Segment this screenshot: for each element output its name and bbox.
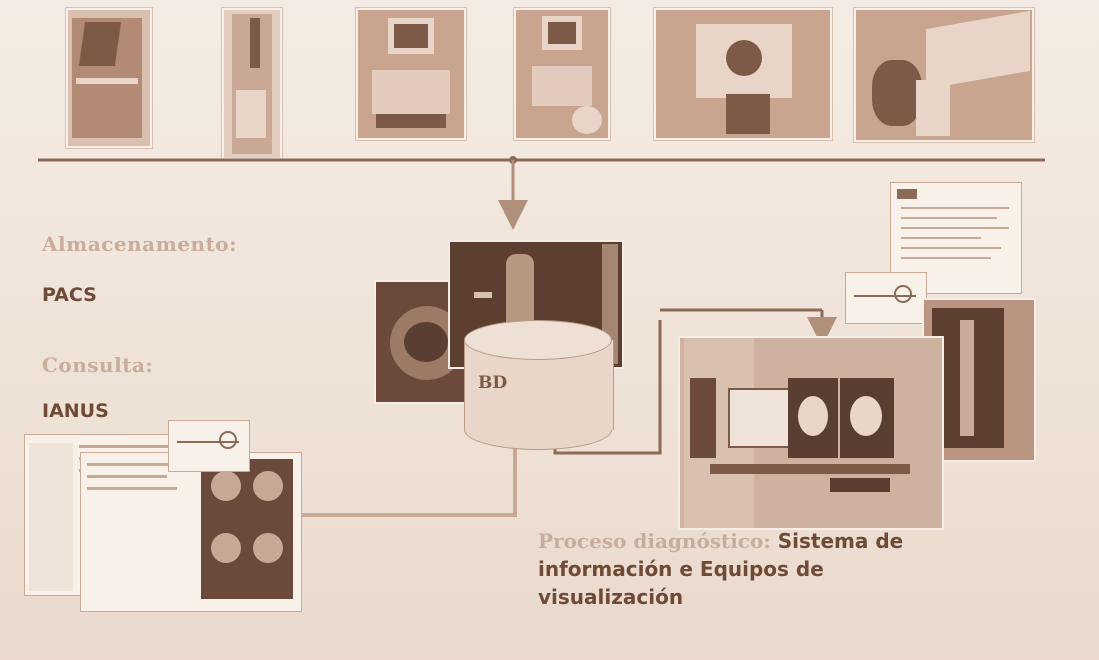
storage-value: PACS <box>42 284 97 306</box>
storage-title: Almacenamento: <box>42 232 238 256</box>
ianus-small-panel <box>168 420 250 472</box>
device-photo-2 <box>222 8 282 160</box>
query-title: Consulta: <box>42 353 154 377</box>
device-photo-6 <box>854 8 1034 142</box>
workstation-photo <box>678 336 944 530</box>
device-photo-4 <box>514 8 610 140</box>
query-value: IANUS <box>42 400 109 422</box>
device-photo-1 <box>66 8 152 148</box>
process-title: Proceso diagnóstico: <box>538 529 771 553</box>
device-photo-5 <box>654 8 832 140</box>
process-value: Sistema de información e Equipos de visu… <box>538 529 904 609</box>
device-photo-3 <box>356 8 466 140</box>
workstation-small-panel <box>845 272 927 324</box>
ianus-screen-2 <box>80 452 302 612</box>
database-label: BD <box>478 373 508 393</box>
process-caption: Proceso diagnóstico: Sistema de informac… <box>538 527 918 611</box>
db-to-ianus-connector <box>180 430 517 535</box>
database-cylinder-top <box>464 320 612 360</box>
